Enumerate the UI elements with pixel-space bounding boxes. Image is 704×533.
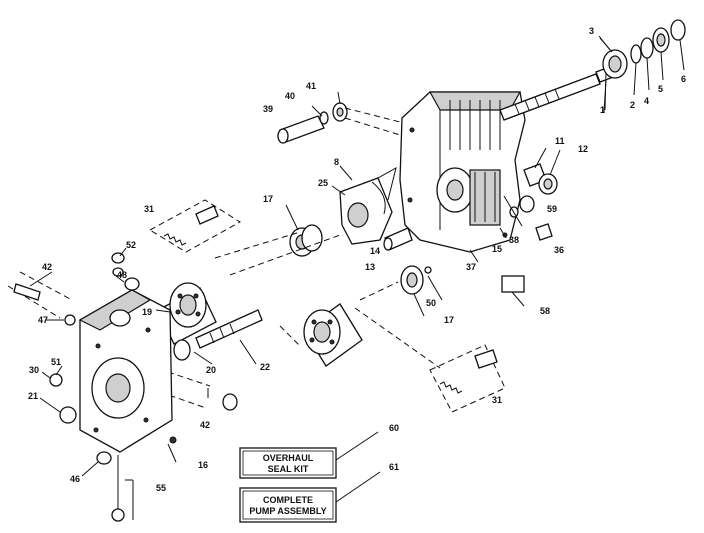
callout-21: 21 <box>28 391 38 401</box>
center-section <box>78 289 173 453</box>
overhaul-line2: SEAL KIT <box>268 464 309 474</box>
callout-42-left: 42 <box>42 262 52 272</box>
callout-58: 58 <box>540 306 550 316</box>
callout-55: 55 <box>156 483 166 493</box>
callout-31-upper: 31 <box>144 204 154 214</box>
bracket-8-25 <box>339 167 397 245</box>
callout-61: 61 <box>389 462 399 472</box>
callout-16: 16 <box>198 460 208 470</box>
callout-17-lower: 17 <box>444 315 454 325</box>
callout-40: 40 <box>285 91 295 101</box>
callout-6: 6 <box>681 74 686 84</box>
callout-60: 60 <box>389 423 399 433</box>
callout-8: 8 <box>334 157 339 167</box>
callout-47: 47 <box>38 315 48 325</box>
leader-lines <box>29 35 611 503</box>
callout-1: 1 <box>600 105 605 115</box>
piston-kit-lower <box>429 344 506 413</box>
callout-41: 41 <box>306 81 316 91</box>
overhaul-line1: OVERHAUL <box>263 453 314 463</box>
callout-51: 51 <box>51 357 61 367</box>
callout-3: 3 <box>589 26 594 36</box>
callout-36: 36 <box>554 245 564 255</box>
overhaul-seal-kit-box: OVERHAUL SEAL KIT <box>239 447 337 479</box>
callout-42-lower: 42 <box>200 420 210 430</box>
connector <box>167 371 211 387</box>
callout-48: 48 <box>117 270 127 280</box>
complete-pump-assembly-box: COMPLETE PUMP ASSEMBLY <box>239 487 337 523</box>
pin-assembly-39-41 <box>277 102 401 144</box>
fittings-left <box>13 252 238 522</box>
callout-12: 12 <box>578 144 588 154</box>
connector <box>229 234 341 276</box>
callout-46: 46 <box>70 474 80 484</box>
connector <box>354 307 441 369</box>
connector <box>159 391 207 409</box>
callout-5: 5 <box>658 84 663 94</box>
pump-shaft <box>195 309 263 349</box>
callout-25: 25 <box>318 178 328 188</box>
gear-17-lower <box>400 265 432 295</box>
callout-37: 37 <box>466 262 476 272</box>
callout-38: 38 <box>509 235 519 245</box>
callout-19: 19 <box>142 307 152 317</box>
callout-4: 4 <box>644 96 649 106</box>
stud-13-14 <box>383 227 413 251</box>
callout-11: 11 <box>555 136 565 146</box>
connector <box>279 325 301 347</box>
callout-14: 14 <box>370 246 380 256</box>
gear-17-upper <box>289 224 323 257</box>
callout-59: 59 <box>547 204 557 214</box>
callout-2: 2 <box>630 100 635 110</box>
callout-22: 22 <box>260 362 270 372</box>
bearing-stack <box>599 19 686 96</box>
callout-17-upper: 17 <box>263 194 273 204</box>
callout-50: 50 <box>426 298 436 308</box>
callout-39: 39 <box>263 104 273 114</box>
complete-line2: PUMP ASSEMBLY <box>249 506 326 516</box>
callout-15: 15 <box>492 244 502 254</box>
callout-52: 52 <box>126 240 136 250</box>
complete-line1: COMPLETE <box>263 495 313 505</box>
decal <box>501 275 525 293</box>
connector <box>214 231 301 259</box>
housing <box>399 91 526 253</box>
callout-13: 13 <box>365 262 375 272</box>
cylinder-block-upper <box>157 282 217 345</box>
parts-11-12-59-36 <box>503 163 558 241</box>
piston-kit-upper <box>149 199 241 253</box>
connector <box>359 281 399 301</box>
cylinder-block-lower <box>303 303 363 367</box>
callout-labels: 1 2 3 4 5 6 8 11 12 13 14 15 16 17 17 19… <box>28 26 686 493</box>
callout-30: 30 <box>29 365 39 375</box>
callout-31-lower: 31 <box>492 395 502 405</box>
callout-20: 20 <box>206 365 216 375</box>
